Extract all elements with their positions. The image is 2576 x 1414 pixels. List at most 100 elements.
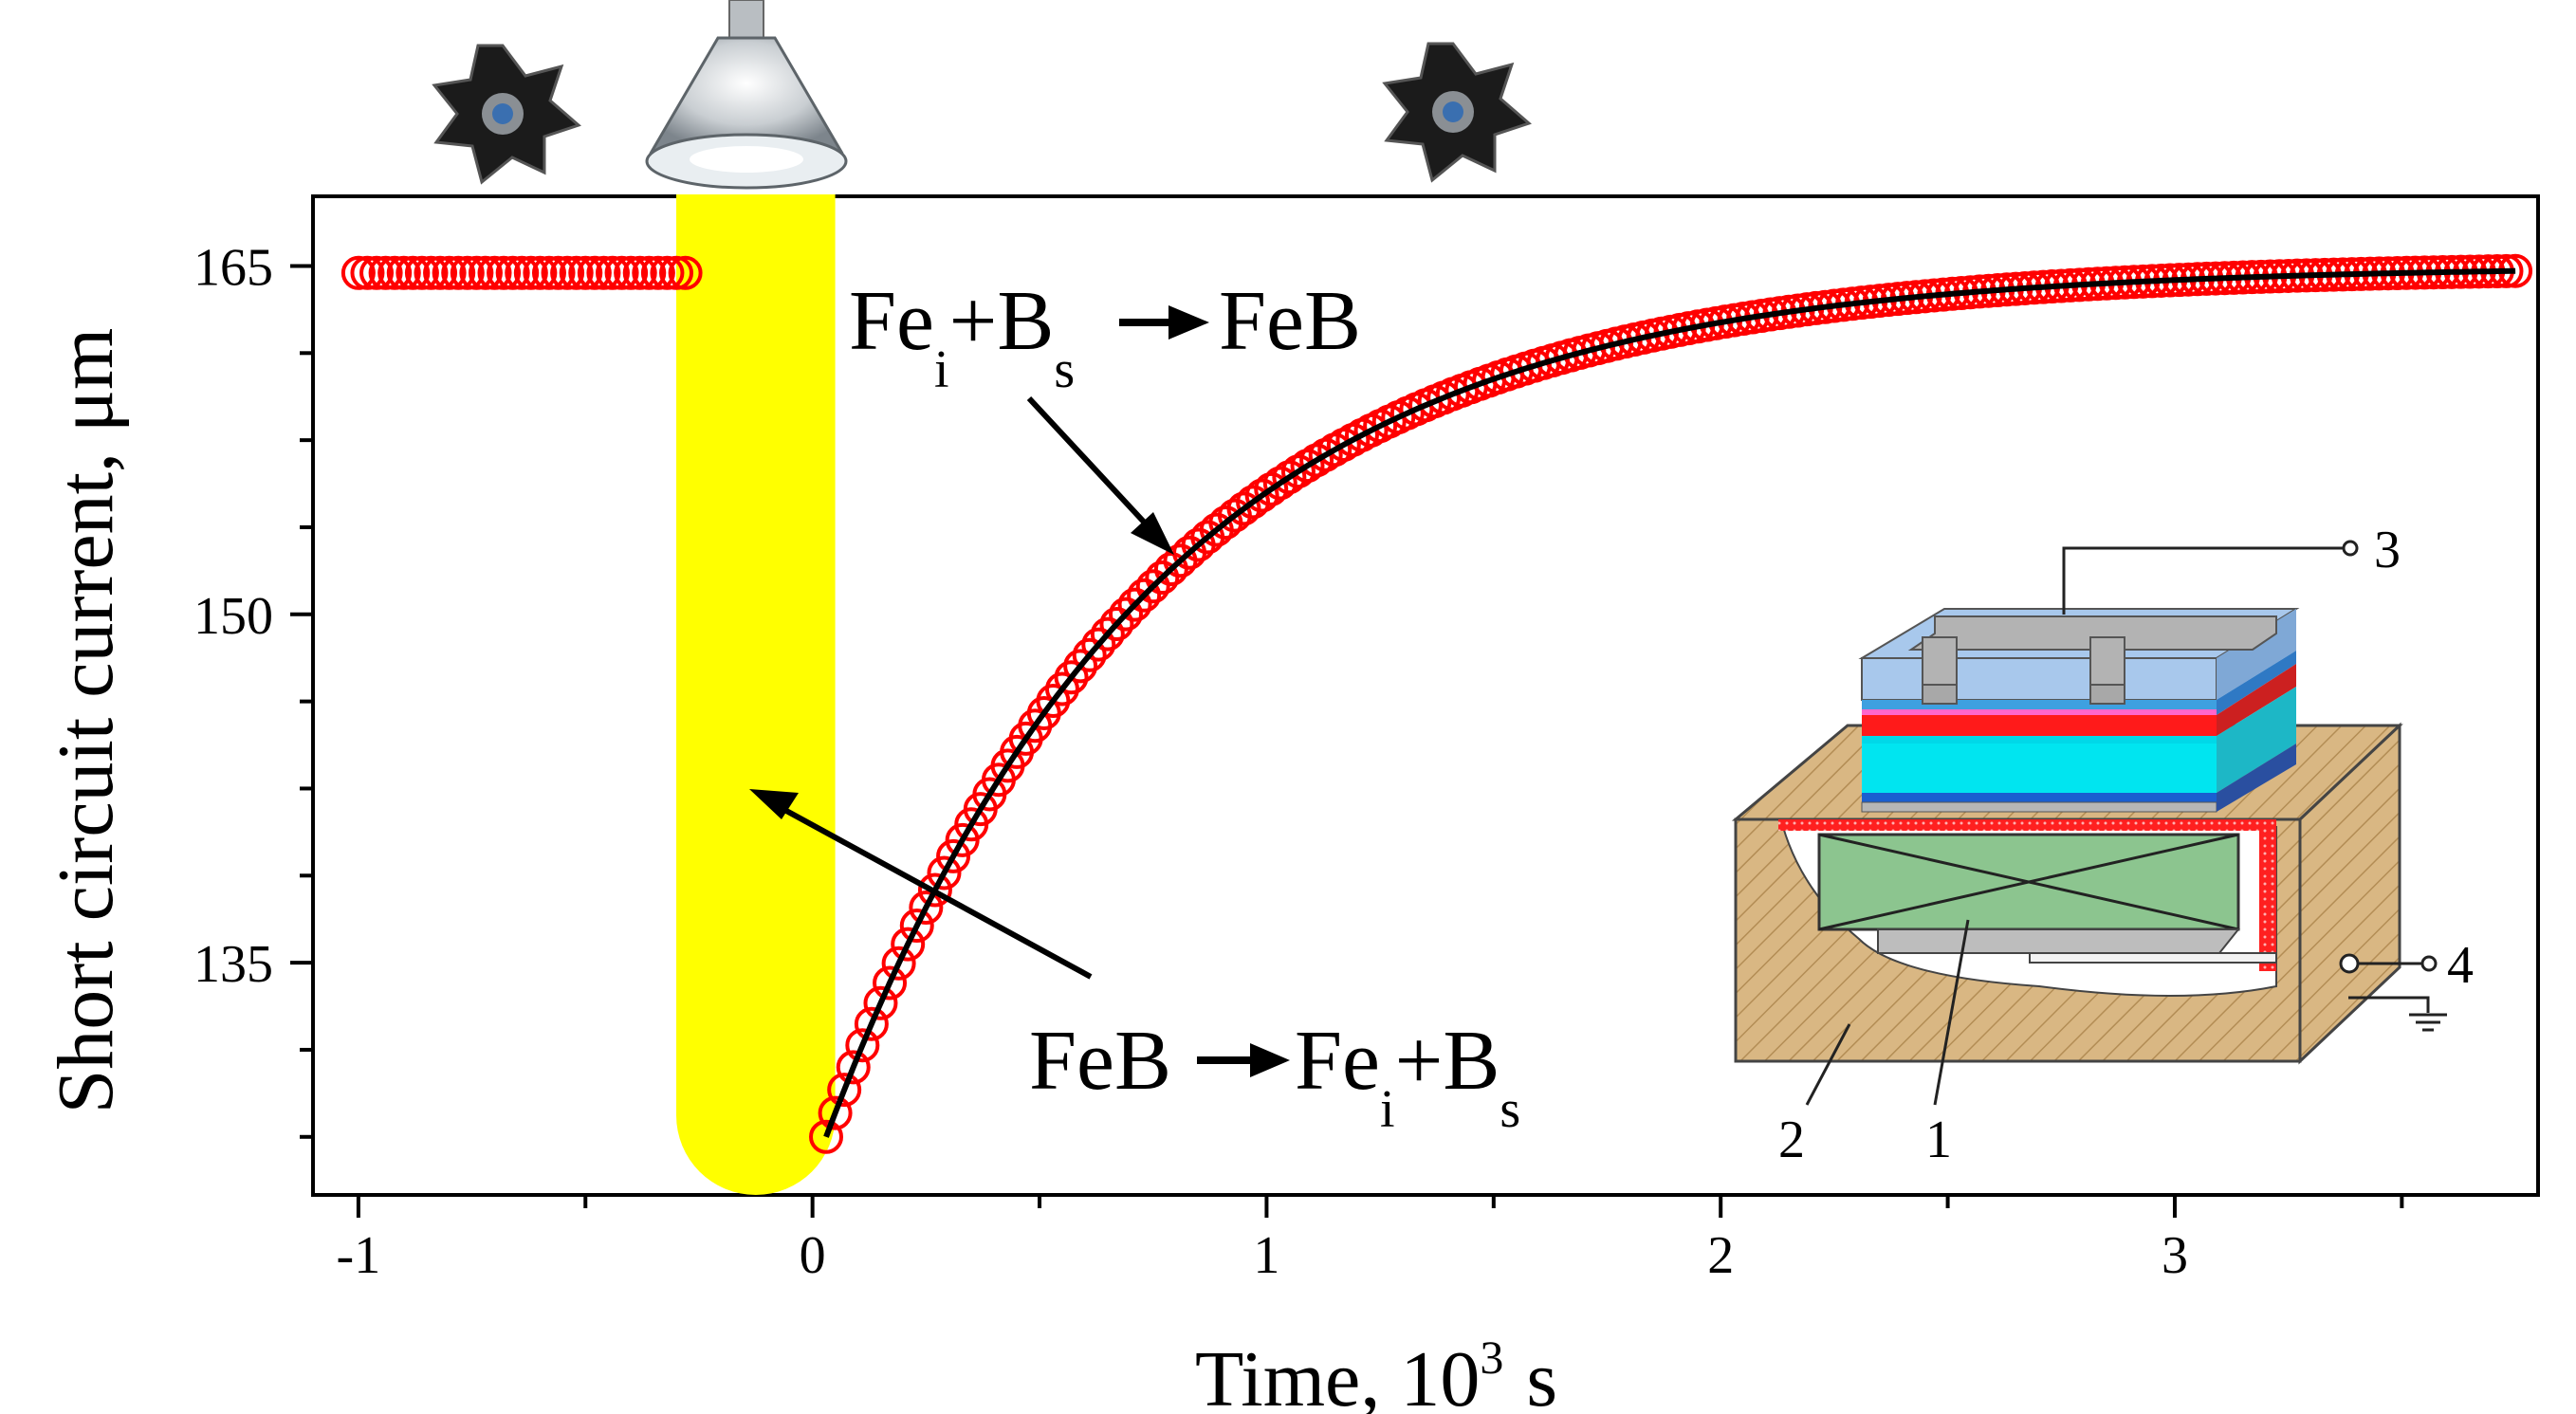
x-axis-ticks: -1 0 1 2 3 (337, 1195, 2404, 1285)
data-point (650, 255, 685, 290)
data-point (809, 1119, 844, 1154)
data-point (668, 255, 703, 290)
data-point (917, 872, 952, 908)
y-tick-label: 150 (193, 587, 273, 646)
y-axis-label: Short circuit current, μm (42, 328, 130, 1114)
data-point (468, 255, 503, 290)
svg-text:FeB: FeB (1219, 274, 1361, 368)
y-tick-label: 135 (193, 935, 273, 994)
data-point (1145, 560, 1180, 596)
data-point (845, 1028, 880, 1063)
data-point (632, 255, 667, 290)
data-point (659, 255, 694, 290)
data-point (541, 255, 576, 290)
plot-frame (311, 194, 2540, 1197)
data-point (1127, 578, 1162, 613)
data-point (1117, 587, 1152, 622)
data-point (450, 255, 485, 290)
inset-label-1: 1 (1925, 1111, 1952, 1169)
x-tick-label: 3 (2162, 1226, 2188, 1285)
led-star-icon (432, 44, 581, 185)
solar-cell-device-icon (1731, 540, 2447, 1106)
data-point (423, 255, 458, 290)
data-point (854, 1006, 889, 1041)
svg-text:Fei+Bs: Fei+Bs (849, 274, 1075, 399)
data-point (586, 255, 621, 290)
data-point (614, 255, 649, 290)
data-point (622, 255, 657, 290)
data-point (899, 909, 934, 944)
data-point (640, 255, 675, 290)
data-point (414, 255, 449, 290)
svg-text:Fei+Bs: Fei+Bs (1295, 1014, 1520, 1139)
x-tick-label: -1 (337, 1226, 381, 1285)
data-point (396, 255, 431, 290)
data-point (487, 255, 522, 290)
data-point (1244, 478, 1279, 513)
y-axis-ticks: 135 150 165 (193, 238, 313, 1139)
data-point (432, 255, 467, 290)
led-star-icon (1382, 42, 1532, 183)
data-point (927, 855, 962, 891)
data-point (441, 255, 476, 290)
data-point (604, 255, 639, 290)
data-point (550, 255, 585, 290)
y-tick-label: 165 (193, 238, 273, 297)
data-point (1044, 671, 1079, 707)
data-point (477, 255, 512, 290)
data-point (595, 255, 630, 290)
data-point (1280, 454, 1316, 489)
inset-label-4: 4 (2447, 936, 2474, 995)
x-tick-label: 2 (1707, 1226, 1734, 1285)
data-point (377, 255, 413, 290)
svg-text:FeB: FeB (1029, 1014, 1171, 1108)
data-point (505, 255, 540, 290)
data-point (350, 255, 385, 290)
data-point (1063, 649, 1098, 684)
data-point (1262, 466, 1297, 501)
data-point (863, 985, 898, 1020)
illumination-bar (676, 194, 836, 1195)
data-point (1254, 471, 1289, 506)
data-point (1072, 637, 1107, 672)
reaction-pairing-annotation: Fei+Bs FeB (849, 274, 1361, 555)
data-point (881, 946, 916, 981)
illumination-band (676, 194, 836, 1195)
data-point (340, 255, 376, 290)
data-point (559, 255, 594, 290)
fit-curve (823, 267, 2516, 1138)
data-point (531, 255, 566, 290)
data-point (577, 255, 612, 290)
data-point (836, 1050, 871, 1085)
inset-label-3: 3 (2374, 521, 2401, 579)
data-point (368, 255, 403, 290)
data-point (386, 255, 421, 290)
inset-label-2: 2 (1778, 1111, 1805, 1169)
x-tick-label: 0 (800, 1226, 826, 1285)
data-point (1135, 569, 1170, 604)
data-point (909, 890, 944, 925)
data-point (359, 255, 395, 290)
fit-line (823, 267, 2516, 1138)
data-point (1090, 616, 1125, 652)
data-point (1272, 460, 1307, 495)
x-tick-label: 1 (1253, 1226, 1279, 1285)
data-point (523, 255, 558, 290)
halogen-lamp-icon (645, 0, 848, 190)
reaction-dissociation-annotation: FeB Fei+Bs (749, 789, 1520, 1139)
data-point (936, 838, 971, 873)
data-point (495, 255, 530, 290)
data-point (873, 965, 908, 1001)
data-point (1099, 606, 1134, 641)
data-point (818, 1095, 853, 1130)
data-point (513, 255, 548, 290)
data-point (404, 255, 439, 290)
data-point (1054, 660, 1089, 695)
data-point (1236, 485, 1271, 520)
data-point (459, 255, 494, 290)
data-point (1081, 627, 1116, 662)
data-point (891, 927, 926, 962)
data-point (1109, 597, 1144, 632)
